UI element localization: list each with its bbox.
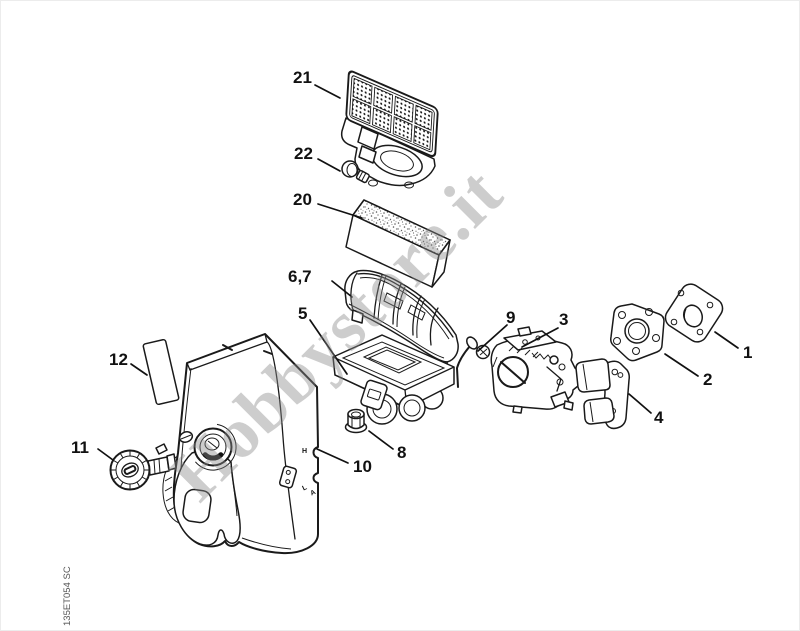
callout-8: 8 (368, 430, 406, 462)
part-8-nut (344, 408, 368, 434)
part-22-screw (341, 160, 370, 184)
callout-6-7-label: 6,7 (288, 267, 312, 286)
callout-2-label: 2 (703, 370, 712, 389)
callout-5: 5 (298, 304, 348, 375)
callout-3: 3 (521, 310, 568, 348)
callout-9-label: 9 (506, 308, 515, 327)
part-2-gasket (610, 303, 665, 362)
callout-11-label: 11 (71, 438, 89, 457)
callout-11: 11 (71, 438, 114, 461)
callout-20: 20 (293, 190, 363, 219)
callout-20-label: 20 (293, 190, 312, 209)
callout-8-label: 8 (397, 443, 406, 462)
callout-5-label: 5 (298, 304, 307, 323)
callout-9: 9 (477, 308, 515, 352)
callout-21-label: 21 (293, 68, 312, 87)
callout-3-label: 3 (559, 310, 568, 329)
callout-21: 21 (293, 68, 341, 99)
callout-6-7: 6,7 (288, 267, 353, 298)
callout-10-label: 10 (353, 457, 372, 476)
callout-4-label: 4 (654, 408, 664, 427)
part-11-cover-knob (109, 443, 177, 491)
callout-2: 2 (664, 353, 712, 389)
cover-marking-h: H (302, 448, 307, 455)
part-10-engine-cover: H L A (162, 333, 319, 555)
part-9-choke-rod (455, 336, 491, 388)
drawing-code: 135ET054 SC (62, 566, 73, 626)
part-3-carburetor (490, 326, 581, 414)
callout-10: 10 (316, 448, 372, 476)
part-5-filter-base (332, 334, 455, 425)
callout-22: 22 (294, 144, 341, 172)
callout-1-label: 1 (743, 343, 752, 362)
callout-22-label: 22 (294, 144, 313, 163)
part-1-gasket (664, 283, 724, 343)
callout-12-label: 12 (109, 350, 128, 369)
part-21-air-filter (340, 70, 439, 189)
callout-4: 4 (628, 393, 664, 427)
callout-1: 1 (714, 331, 752, 362)
watermark-text: Hobbystore.it (154, 152, 517, 515)
callout-12: 12 (109, 350, 148, 376)
cover-marking-a: A (309, 489, 317, 497)
cover-marking-l: L (301, 484, 308, 492)
callouts: 21 22 20 6,7 5 9 3 1 2 4 8 10 (71, 68, 752, 476)
part-4-manifold-bracket (575, 358, 630, 430)
part-20-foam-element (345, 199, 451, 288)
part-12-label (142, 338, 180, 406)
